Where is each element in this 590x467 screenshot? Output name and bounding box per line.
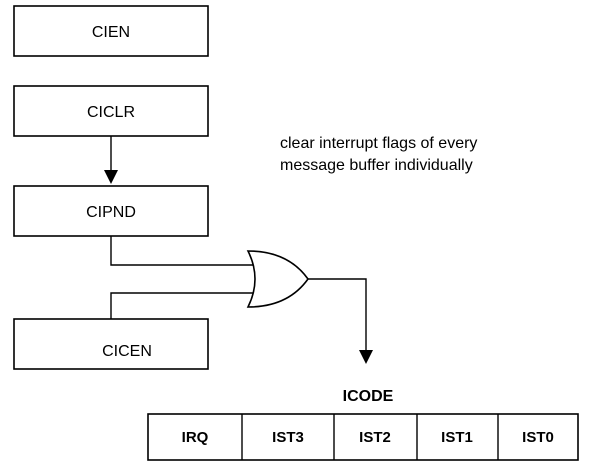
cicen-box	[13, 318, 209, 370]
icode-cell-irq: IRQ	[182, 429, 209, 446]
note-line-1: clear interrupt flags of every	[280, 135, 477, 152]
ciclr-register: CICLR	[13, 85, 209, 137]
cien-register: CIEN	[13, 5, 209, 57]
cipnd-label: CIPND	[86, 204, 136, 221]
clear-note: clear interrupt flags of every message b…	[280, 135, 477, 174]
cicen-register: CICEN	[13, 318, 209, 370]
note-line-2: message buffer individually	[280, 157, 473, 174]
cicen-label: CICEN	[102, 343, 152, 360]
or-gate-icon	[246, 250, 309, 308]
arrowhead-icon	[104, 170, 118, 184]
cipnd-register: CIPND	[13, 185, 209, 237]
ciclr-label: CICLR	[87, 104, 135, 121]
or-output-arrow	[308, 278, 373, 364]
icode-title: ICODE	[343, 388, 394, 405]
icode-cell-ist2: IST2	[359, 429, 391, 446]
icode-cell-ist3: IST3	[272, 429, 304, 446]
cien-label: CIEN	[92, 24, 130, 41]
cicen-wire	[110, 292, 262, 319]
icode-table-frame	[147, 413, 579, 461]
cipnd-wire	[110, 236, 262, 266]
ciclr-to-cipnd-arrow	[104, 136, 118, 184]
cien-box	[13, 5, 209, 57]
icode-cell-ist0: IST0	[522, 429, 554, 446]
icode-cell-ist1: IST1	[441, 429, 473, 446]
ciclr-box	[13, 85, 209, 137]
icode-register: IRQ IST3 IST2 IST1 IST0	[147, 413, 579, 461]
arrowhead-icon	[359, 350, 373, 364]
